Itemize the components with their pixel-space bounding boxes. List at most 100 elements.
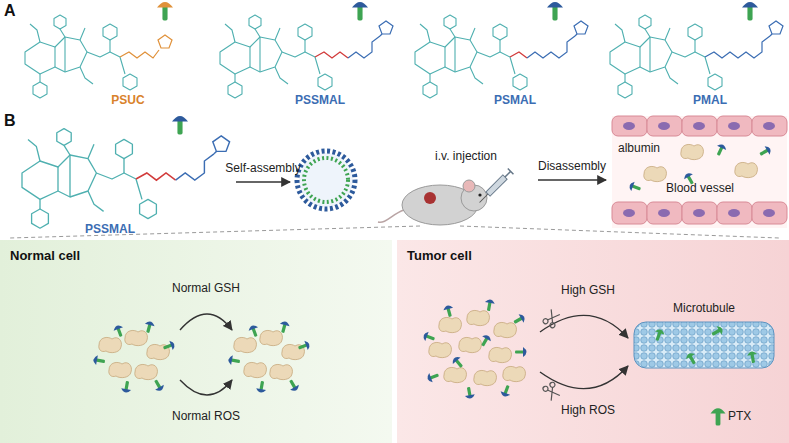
albumin-cluster-part — [121, 380, 133, 393]
pssmal-structure — [220, 15, 393, 98]
albumin-cluster-tumor-part — [494, 322, 517, 337]
microtubule-part — [710, 324, 725, 338]
blood-vessel-part-part — [623, 122, 635, 130]
process-arrows-part — [538, 179, 606, 180]
scissors-part — [542, 381, 561, 401]
mouse-part — [478, 193, 481, 196]
psmal-structure — [415, 15, 588, 98]
psuc-structure-part — [120, 50, 159, 58]
blood-vessel-part-part — [682, 202, 717, 224]
syringe-part — [486, 175, 507, 196]
albumin-cluster-part — [93, 355, 106, 367]
pssmal-structure-b — [22, 129, 230, 229]
albumin-cluster-part — [99, 337, 122, 352]
legend-text: PTX — [728, 409, 751, 423]
step-label: i.v. injection — [435, 150, 497, 164]
albumin-cluster-part — [125, 330, 148, 345]
albumin-cluster-tumor-part — [499, 384, 512, 398]
blood-vessel-part-part — [612, 202, 647, 224]
albumin-cluster-tumor-part — [478, 333, 492, 348]
pmal-structure-part — [769, 21, 783, 36]
blood-vessel-part-part — [763, 122, 775, 130]
scissors-part — [542, 309, 561, 329]
structure-label: Microtubule — [673, 302, 735, 316]
compound-name: PSMAL — [494, 94, 536, 108]
panel-letter: B — [4, 112, 16, 130]
albumin-cluster-tumor-part — [474, 370, 497, 385]
blood-vessel-part-part — [658, 122, 670, 130]
albumin-cluster-part — [112, 324, 125, 338]
albumin-cluster-tumor-part — [443, 304, 456, 318]
psmal-structure-part — [510, 52, 527, 58]
blood-vessel-part-part — [623, 209, 635, 217]
microtubule-part — [747, 351, 759, 364]
pssmal-structure-part — [348, 36, 380, 58]
nanoparticle-part — [297, 151, 355, 209]
pmal-structure — [610, 15, 783, 98]
blood-vessel-part — [623, 122, 775, 217]
albumin-cluster-tumor — [422, 299, 527, 400]
condition-label: High ROS — [561, 404, 615, 418]
blood-vessel — [612, 116, 787, 228]
microtubule-part — [684, 351, 698, 366]
pathway-arrows-part — [180, 314, 232, 330]
albumin-cluster-tumor-part — [429, 342, 452, 357]
albumin-cluster-part — [151, 378, 165, 393]
albumin-cluster-part — [109, 362, 132, 377]
blood-vessel-part-part — [647, 202, 682, 224]
ptx-legend-sample — [711, 408, 726, 425]
process-arrows — [236, 180, 606, 182]
process-arrows-part — [236, 181, 290, 182]
panel-grounds — [0, 226, 789, 443]
scissors — [542, 309, 561, 402]
blood-vessel-part — [612, 116, 787, 224]
compound-name: PMAL — [693, 94, 727, 108]
blood-vessel-part-part — [752, 116, 787, 136]
albumin-cluster-part — [270, 364, 293, 379]
nanoparticle-part — [304, 158, 348, 202]
blood-vessel-part-part — [612, 116, 647, 136]
albumin-cluster-tumor-part — [422, 330, 436, 343]
albumin-cluster-part — [278, 320, 291, 334]
microtubule-part — [634, 322, 774, 368]
condition-label: Normal ROS — [172, 410, 240, 424]
blood-vessel-part — [735, 162, 758, 177]
pathway-arrows — [180, 314, 628, 395]
pssmal-structure-b-part — [136, 173, 176, 180]
blood-vessel-part — [628, 180, 642, 193]
syringe-part — [502, 169, 513, 180]
compound-name: PSSMAL — [85, 223, 135, 237]
panel-grounds-part — [397, 240, 789, 443]
prodrug-icons-part — [352, 2, 368, 20]
psmal-structure-part — [415, 15, 527, 98]
blood-vessel-part — [714, 143, 728, 158]
panel-letter: A — [4, 2, 16, 20]
albumin-cluster-part — [228, 355, 241, 367]
pssmal-structure-part — [379, 21, 393, 36]
psuc-structure — [25, 15, 172, 98]
albumin-cluster-tumor-part — [464, 386, 476, 399]
blood-vessel-part — [758, 144, 773, 158]
blood-vessel-part-part — [728, 209, 740, 217]
blood-vessel-part-part — [763, 209, 775, 217]
condition-label: Normal GSH — [172, 282, 240, 296]
pmal-structure-part — [705, 36, 770, 58]
legend-entry: PTX — [728, 410, 751, 424]
blood-vessel-part-part — [647, 116, 682, 136]
blood-vessel-part-part — [693, 122, 705, 130]
albumin-cluster-part — [143, 320, 156, 334]
albumin-cluster-part — [234, 337, 257, 352]
step-label: Disassembly — [538, 160, 606, 174]
panel-title: Normal cell — [10, 248, 382, 263]
psuc-structure-part — [158, 35, 172, 48]
blood-vessel-part-part — [658, 209, 670, 217]
albumin-cluster-part — [256, 380, 268, 393]
callout-label: albumin — [618, 142, 660, 156]
ptx-legend-sample-part — [711, 408, 726, 425]
blood-vessel-part — [612, 116, 787, 228]
albumin-cluster — [93, 320, 176, 393]
blood-vessel-part-part — [728, 122, 740, 130]
prodrug-icons-part — [742, 2, 758, 20]
